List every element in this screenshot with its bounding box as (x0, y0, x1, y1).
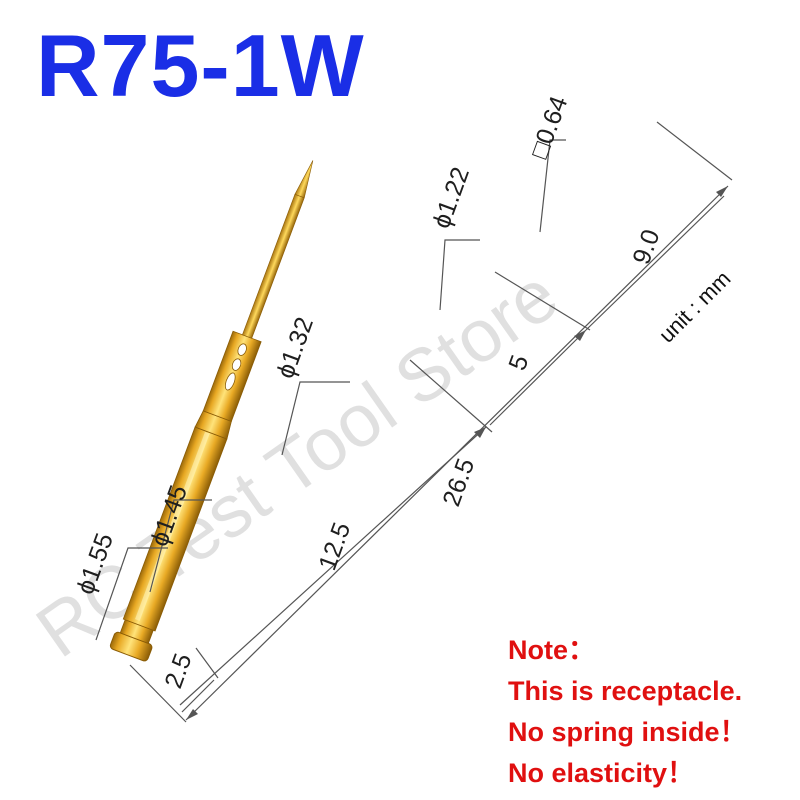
note-line-receptacle: This is receptacle. (508, 676, 743, 706)
label-l125: 12.5 (313, 519, 356, 574)
svg-text:ϕ1.22: ϕ1.22 (427, 164, 475, 232)
product-title: R75-1W (36, 16, 365, 115)
label-l90: 9.0 (627, 226, 665, 268)
probe (109, 160, 314, 662)
svg-text:9.0: 9.0 (627, 226, 665, 268)
svg-text:12.5: 12.5 (313, 519, 356, 574)
crimp-dimple (231, 358, 242, 371)
label-l25: 2.5 (159, 650, 197, 692)
note-line-no-elasticity: No elasticity！ (508, 758, 695, 788)
probe-tip (294, 160, 314, 199)
unit-label: unit : mm (654, 266, 736, 348)
label-sq064: □0.64 (525, 92, 573, 162)
label-d132: ϕ1.32 (271, 314, 319, 382)
svg-text:ϕ1.32: ϕ1.32 (271, 314, 319, 382)
svg-text:26.5: 26.5 (437, 455, 480, 510)
label-d122: ϕ1.22 (427, 164, 475, 232)
svg-text:2.5: 2.5 (159, 650, 197, 692)
note-line-no-spring: No spring inside！ (508, 717, 747, 747)
note-box: Note： This is receptacle. No spring insi… (508, 630, 747, 794)
label-l265: 26.5 (437, 455, 480, 510)
note-heading: Note： (508, 635, 595, 665)
arrow-heads (186, 186, 728, 720)
svg-text:unit : mm: unit : mm (654, 266, 736, 348)
crimp-dimple (224, 372, 236, 391)
dimension-lines (95, 121, 733, 723)
svg-text:□0.64: □0.64 (525, 92, 573, 162)
crimp-dimple (237, 343, 247, 356)
